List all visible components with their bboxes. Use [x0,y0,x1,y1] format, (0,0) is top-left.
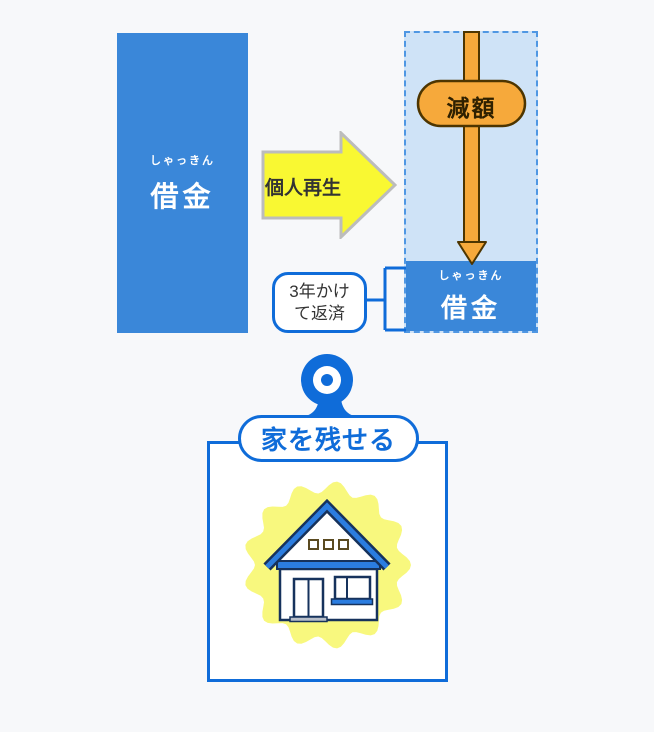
double-circle-icon [301,354,353,406]
debt-after-label: 借金 [440,293,501,323]
process-label: 個人再生 [264,178,341,199]
debt-after-furigana: しゃっきん [438,270,504,282]
debt-before-furigana: しゃっきん [150,154,215,167]
marker-neck-icon [301,399,359,417]
debt-after-box: しゃっきん 借金 [406,261,536,331]
marker-ring [313,366,341,394]
result-bubble: 家を残せる [238,415,419,462]
debt-before-label: 借金 [150,180,215,212]
repayment-note: 3年かけ て返済 [272,272,367,333]
result-label: 家を残せる [260,425,396,455]
marker-dot [321,374,333,386]
bracket-icon [367,266,406,332]
repayment-note-line1: 3年かけ [289,281,350,301]
right-arrow-icon [261,131,397,239]
debt-after-panel: しゃっきん 借金 [404,31,538,333]
house-icon [263,498,391,623]
reduction-label: 減額 [446,95,497,121]
debt-before-box: しゃっきん 借金 [117,33,248,333]
repayment-note-line2: て返済 [294,303,345,323]
